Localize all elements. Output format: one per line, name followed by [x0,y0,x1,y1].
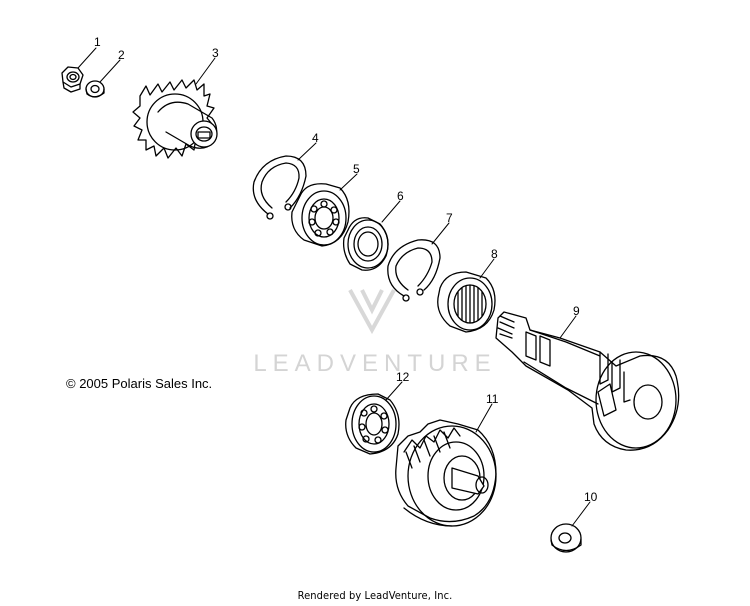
callout-4: 4 [312,131,319,145]
callout-6: 6 [397,189,404,203]
callout-10: 10 [584,490,598,504]
callout-12: 12 [396,370,410,384]
watermark: LEADVENTURE [253,289,496,377]
part-11-gear [395,419,497,527]
part-7-snap-ring [387,239,441,302]
callout-8: 8 [491,247,498,261]
callout-7: 7 [446,211,453,225]
callout-2: 2 [118,48,125,62]
part-10-washer [550,523,582,553]
part-6-seal [342,217,389,271]
part-3-sprocket [132,79,218,159]
callout-9: 9 [573,304,580,318]
callout-11: 11 [486,392,499,406]
callout-3: 3 [212,46,219,60]
watermark-text: LEADVENTURE [253,350,496,377]
part-9-shaft-gear [495,311,680,451]
footer-credit: Rendered by LeadVenture, Inc. [297,589,453,602]
watermark-logo-icon [348,289,396,335]
part-5-bearing [291,183,350,247]
part-4-snap-ring [252,155,307,220]
callout-5: 5 [353,162,360,176]
part-2-washer [85,80,105,98]
callout-labels: 1 2 3 4 5 6 7 8 9 10 11 12 [94,35,598,504]
copyright-text: © 2005 Polaris Sales Inc. [66,376,213,391]
callout-1: 1 [94,35,101,49]
part-1-nut [61,66,84,93]
part-12-bearing [345,393,400,455]
leader-lines [77,47,591,527]
part-8-needle-bearing [437,271,496,333]
